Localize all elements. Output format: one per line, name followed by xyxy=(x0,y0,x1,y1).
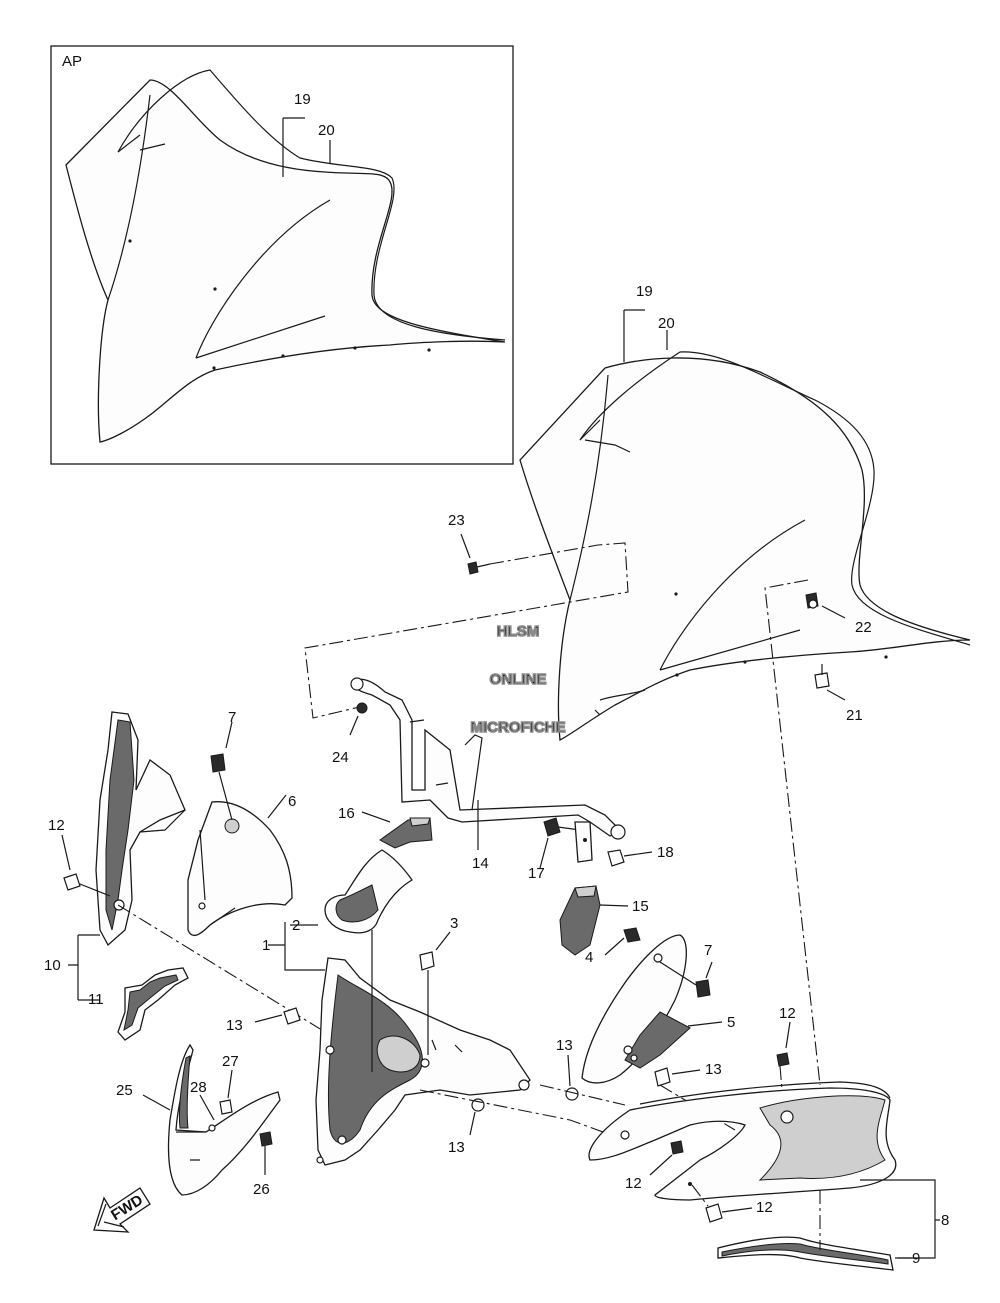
under-cowl-25: 25 xyxy=(116,1043,281,1196)
windscreen-inner-edge xyxy=(569,374,806,671)
screw-12a-icon xyxy=(63,873,81,891)
inset-label: AP xyxy=(62,53,82,70)
fasteners-26-27-28: 27 28 26 xyxy=(190,1053,273,1198)
part-11-shape xyxy=(117,967,189,1041)
callout-1: 1 xyxy=(262,937,270,954)
callout-23: 23 xyxy=(448,512,465,529)
screw-3: 3 xyxy=(419,915,458,1055)
callout-8: 8 xyxy=(941,1212,949,1229)
grommet-13c-icon xyxy=(565,1087,579,1101)
callout-14: 14 xyxy=(472,855,489,872)
under-cowl-25-shape xyxy=(167,1043,281,1196)
stay-14: 14 17 18 xyxy=(350,677,674,882)
screw-7-lower: 7 xyxy=(659,942,713,998)
windscreen-trim xyxy=(579,351,971,646)
callout-24: 24 xyxy=(332,749,349,766)
callout-11: 11 xyxy=(88,991,104,1008)
screw-27-icon xyxy=(219,1099,233,1115)
callout-12c: 12 xyxy=(625,1175,642,1192)
nut-18-icon xyxy=(607,849,625,867)
grommet-13d-icon xyxy=(654,1067,671,1087)
callout-13c: 13 xyxy=(556,1037,573,1054)
callout-7b: 7 xyxy=(704,942,712,959)
watermark-line2: ONLINE xyxy=(490,671,547,688)
panel-6-shape xyxy=(187,801,293,937)
bracket-10-11: 10 11 xyxy=(44,934,104,1008)
strip-9: 9 xyxy=(717,1190,920,1271)
inset-windscreen xyxy=(65,79,506,443)
callout-12d: 12 xyxy=(756,1199,773,1216)
screws-12-lower: 12 12 12 xyxy=(625,1005,796,1223)
inset-callout-19: 19 xyxy=(294,91,311,108)
screw-26-icon xyxy=(259,1131,273,1147)
clip-4-icon xyxy=(623,927,641,943)
screw-7-upper: 7 xyxy=(210,709,236,821)
panel-10 xyxy=(95,711,186,947)
callout-7a: 7 xyxy=(228,709,236,726)
panel-5: 5 xyxy=(581,934,735,1084)
callout-6: 6 xyxy=(288,793,296,810)
callout-19: 19 xyxy=(636,283,653,300)
inset-windscreen-trim xyxy=(117,69,506,341)
callout-3: 3 xyxy=(450,915,458,932)
callout-9: 9 xyxy=(912,1250,920,1267)
screw-12c-icon xyxy=(670,1140,684,1155)
inset-windscreen-edge xyxy=(107,94,331,359)
screw-7b-icon xyxy=(695,979,711,998)
callout-4: 4 xyxy=(585,949,593,966)
inset-callout-20: 20 xyxy=(318,122,335,139)
grommet-15: 15 xyxy=(559,885,649,956)
watermark: HLSM ONLINE MICROFICHE xyxy=(470,622,567,737)
callout-25: 25 xyxy=(116,1082,133,1099)
forward-arrow-icon: FWD xyxy=(93,1187,151,1233)
part-11 xyxy=(117,967,189,1041)
callout-21: 21 xyxy=(846,707,863,724)
callout-13d: 13 xyxy=(705,1061,722,1078)
callout-16: 16 xyxy=(338,805,355,822)
callout-5: 5 xyxy=(727,1014,735,1031)
grommet-15-shape xyxy=(559,885,601,956)
callout-22: 22 xyxy=(855,619,872,636)
screw-12b-icon xyxy=(776,1052,790,1067)
callout-27: 27 xyxy=(222,1053,239,1070)
screw-21-icon xyxy=(814,672,830,689)
inset-box-ap: AP 19 20 xyxy=(50,45,514,465)
strip-9-shape xyxy=(717,1236,894,1271)
side-cowl-8: 8 xyxy=(588,1081,949,1259)
callout-28: 28 xyxy=(190,1079,207,1096)
windscreen-screws: 23 22 21 24 xyxy=(304,512,872,1086)
callout-13a: 13 xyxy=(226,1017,243,1034)
callout-2: 2 xyxy=(292,917,300,934)
watermark-line1: HLSM xyxy=(497,623,540,640)
callout-12a: 12 xyxy=(48,817,65,834)
grommet-13a-icon xyxy=(283,1007,301,1025)
screw-12d-icon xyxy=(705,1203,723,1223)
callout-15: 15 xyxy=(632,898,649,915)
clip-4: 4 xyxy=(585,927,641,966)
screw-23-icon xyxy=(467,561,479,575)
grommet-16: 16 xyxy=(338,805,433,849)
bolt-24-icon xyxy=(356,702,368,714)
screw-3-icon xyxy=(419,951,435,971)
duct-2: 2 xyxy=(290,849,413,934)
panel-6: 6 xyxy=(187,793,296,937)
callout-10: 10 xyxy=(44,957,61,974)
callout-26: 26 xyxy=(253,1181,270,1198)
windscreen xyxy=(519,357,971,742)
windscreen-assembly: 19 20 xyxy=(519,283,971,742)
callout-20: 20 xyxy=(658,315,675,332)
screw-7a-icon xyxy=(210,753,226,773)
callout-17: 17 xyxy=(528,865,545,882)
panel-5-shape xyxy=(581,934,687,1084)
callout-13b: 13 xyxy=(448,1139,465,1156)
callout-12b: 12 xyxy=(779,1005,796,1022)
bolt-17-icon xyxy=(543,817,561,837)
inner-panel-1: 1 xyxy=(262,922,531,1166)
watermark-line3: MICROFICHE xyxy=(471,719,566,736)
callout-18: 18 xyxy=(657,844,674,861)
